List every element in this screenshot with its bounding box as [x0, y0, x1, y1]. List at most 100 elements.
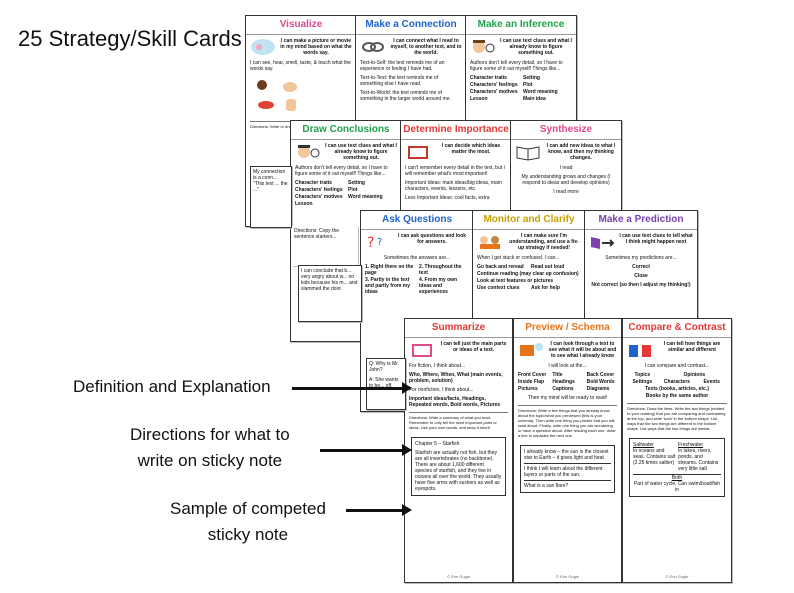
card-title: Summarize: [405, 319, 512, 338]
reading-kids-icon: [480, 236, 500, 249]
card-title: Visualize: [246, 16, 356, 35]
card-statement: I can connect what I read to myself, to …: [390, 38, 462, 56]
card-make-a-prediction: Make a Prediction I can use text clues t…: [584, 210, 698, 322]
directions-text: Directions: Copy the sentence starters..…: [294, 228, 340, 240]
look-label: I will look at the...: [548, 363, 587, 369]
important-ideas: Important Ideas: main ideas/big ideas, m…: [405, 180, 502, 192]
list-item: Go back and reread: [477, 264, 524, 270]
page-heading: 25 Strategy/Skill Cards: [18, 26, 242, 51]
list-item: 4. From my own ideas and experiences: [419, 277, 458, 295]
list-item: Word meaning: [348, 194, 383, 200]
list-item: Characters' motives: [470, 89, 518, 95]
card-title: Preview / Schema: [514, 319, 621, 338]
list-item: Look at text features or pictures: [477, 278, 554, 284]
card-text: Sometimes my predictions are...: [605, 255, 677, 261]
card-title: Ask Questions: [361, 211, 473, 230]
fix-up-list: Go back and reread Read out loud Continu…: [477, 264, 581, 291]
annotation-text: Definition and Explanation: [73, 377, 271, 396]
card-footer: © Erin Gugle: [556, 574, 579, 579]
list-item: Bold Words: [586, 379, 615, 385]
list-item: Ask for help: [531, 285, 560, 291]
list-item: Character traits: [295, 180, 332, 186]
list-item: Captions: [552, 386, 574, 392]
sticky-text: My connection is a conn... "This text ..…: [253, 169, 288, 193]
card-text: Authors don't tell every detail, so I ha…: [295, 165, 388, 177]
card-summarize: Summarize I can tell just the main parts…: [404, 318, 513, 583]
partial-sticky-note: Q: Why is Mr. John? A: She wants to be..…: [366, 358, 406, 410]
card-title: Make an Inference: [466, 16, 576, 35]
arrow-definition: [292, 382, 412, 394]
sticky-entry: I think I will learn about the different…: [524, 466, 611, 481]
list-item: Opinions: [683, 372, 706, 378]
compare-list: Topics Opinions Settings Characters Even…: [627, 372, 727, 399]
book-icon: [412, 344, 432, 357]
fiction-label: For fiction, I think about...: [409, 363, 466, 369]
sticky-title: Chapter 5 – Starfish: [415, 441, 460, 447]
card-monitor-and-clarify: Monitor and Clarify I can make sure I'm …: [472, 210, 586, 322]
sample-sticky-note: Saltwater In oceans and seas. Contains s…: [629, 438, 725, 497]
partial-sticky-note: My connection is a conn... "This text ..…: [250, 166, 292, 228]
list-item: Word meaning: [523, 89, 558, 95]
list-item: Back Cover: [586, 372, 615, 378]
ready-text: Then my mind will be ready to read!: [527, 395, 608, 401]
list-item: Close: [634, 273, 648, 279]
list-item: Characters' feelings: [295, 187, 343, 193]
sticky-heading: Freshwater: [678, 442, 704, 448]
card-statement: I can decide which ideas matter the most…: [441, 143, 501, 155]
card-statement: I can look through a text to see what it…: [548, 341, 617, 359]
synth-read: I read: [559, 165, 573, 171]
list-item: Not correct (so then I adjust my thinkin…: [591, 282, 691, 288]
sticky-text: Q: Why is Mr. John?: [369, 361, 399, 373]
list-item: Pictures: [518, 386, 538, 392]
preview-list: Front Cover Title Back Cover Inside Flap…: [518, 372, 617, 392]
sticky-text: Starfish are actually not fish, but they…: [415, 450, 502, 492]
arrow-sample: [346, 504, 412, 516]
list-item: Setting: [523, 75, 540, 81]
book-arrow-icon: [591, 237, 615, 249]
list-item: Headings: [552, 379, 575, 385]
annotation-text: Sample of competed: [170, 499, 326, 518]
card-statement: I can ask questions and look for answers…: [397, 233, 467, 245]
sticky-entry: What is a sun flare?: [524, 483, 569, 489]
sticky-heading: Saltwater: [633, 442, 654, 448]
list-item: 3. Partly in the text and partly from my…: [365, 277, 411, 295]
card-footer: © Erin Gugle: [447, 574, 470, 579]
sticky-both: Both Part of water cycle. Can swim/boat/…: [633, 474, 721, 493]
card-title: Compare & Contrast: [623, 319, 731, 338]
less-important-ideas: Less Important Ideas: cool facts, extra: [405, 195, 490, 201]
card-statement: I can add new ideas to what I know, and …: [546, 143, 616, 161]
card-make-an-inference: Make an Inference I can use text clues a…: [465, 15, 577, 127]
list-item: Lesson: [295, 201, 313, 207]
list-item: Setting: [348, 180, 365, 186]
list-item: Character traits: [470, 75, 507, 81]
card-title: Monitor and Clarify: [473, 211, 585, 230]
text-to-world: Text-to-World: the text reminds me of so…: [360, 90, 451, 102]
sticky-column-right: Freshwater In lakes, rivers, ponds, and …: [678, 442, 721, 472]
text-to-text: Text-to-Text: the text reminds me of som…: [360, 75, 439, 87]
list-item: 1. Right there on the page: [365, 264, 414, 276]
list-item: Correct: [632, 264, 650, 270]
question-marks-icon: ??: [367, 235, 382, 251]
card-statement: I can use text clues and what I already …: [325, 143, 397, 161]
card-footer: © Erin Gugle: [665, 574, 689, 579]
list-item: Title: [552, 372, 563, 378]
annotation-directions: Directions for what to write on sticky n…: [130, 422, 290, 474]
list-item: Books by the same author: [645, 393, 709, 399]
list-item: Characters' feelings: [470, 82, 518, 88]
list-item: Main idea: [523, 96, 546, 102]
sample-sticky-note: I already know – the sun is the closest …: [520, 445, 615, 493]
conclusions-list: Character traits Setting Characters' fee…: [295, 180, 397, 207]
list-item: 2. Throughout the text: [419, 264, 462, 276]
list-item: Continue reading (may clear up confusion…: [477, 271, 579, 277]
card-statement: I can make sure I'm understanding, and u…: [509, 233, 579, 251]
detective-icon: [298, 145, 320, 158]
card-text: When I get stuck or confused, I can...: [477, 255, 560, 261]
sample-sticky-note: Chapter 5 – Starfish Starfish are actual…: [411, 437, 506, 496]
card-make-a-connection: Make a Connection I can connect what I r…: [355, 15, 467, 127]
list-item: Plot: [523, 82, 533, 88]
card-text: I can compare and contrast...: [644, 363, 710, 369]
sticky-column-left: Saltwater In oceans and seas. Contains s…: [633, 442, 676, 472]
sticky-text: In oceans and seas. Contains salt (2.25 …: [633, 448, 676, 466]
card-statement: I can make a picture or movie in my mind…: [280, 38, 352, 56]
annotation-text: write on sticky note: [137, 451, 283, 470]
